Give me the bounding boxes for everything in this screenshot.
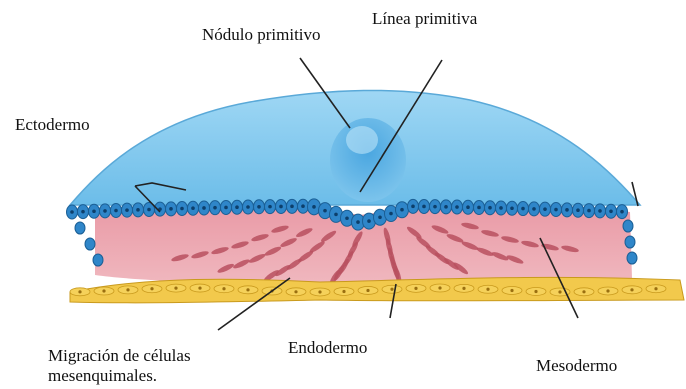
ectoderm-cell-nucleus bbox=[312, 205, 316, 209]
endoderm-cell-nucleus bbox=[342, 290, 345, 293]
endoderm-cell-nucleus bbox=[534, 290, 537, 293]
endoderm-cell-nucleus bbox=[102, 289, 105, 292]
label-migracion-line2: mesenquimales. bbox=[48, 366, 191, 386]
ectoderm-cell-nucleus bbox=[213, 206, 217, 210]
ectoderm-cell bbox=[625, 236, 635, 248]
ectoderm-cell-nucleus bbox=[499, 206, 503, 210]
ectoderm-cell-nucleus bbox=[235, 205, 239, 209]
label-ectodermo: Ectodermo bbox=[15, 115, 90, 135]
ectoderm-cell-nucleus bbox=[290, 205, 294, 209]
ectoderm-cell bbox=[75, 222, 85, 234]
ectoderm-cell-nucleus bbox=[136, 208, 140, 212]
label-migracion-line1: Migración de células bbox=[48, 346, 191, 366]
endoderm-cell-nucleus bbox=[414, 287, 417, 290]
ectoderm-cell-nucleus bbox=[224, 206, 228, 210]
ectoderm-cell-nucleus bbox=[70, 210, 74, 214]
endoderm-cell-nucleus bbox=[510, 289, 513, 292]
ectoderm-cell-nucleus bbox=[81, 210, 85, 214]
ectoderm-cell-nucleus bbox=[433, 205, 437, 209]
ectoderm-cell-nucleus bbox=[367, 219, 371, 223]
endoderm-cell-nucleus bbox=[558, 290, 561, 293]
ectoderm-cell-nucleus bbox=[477, 206, 481, 210]
ectoderm-cell bbox=[627, 252, 637, 264]
ectoderm-cell-nucleus bbox=[378, 215, 382, 219]
endoderm-cell-nucleus bbox=[126, 288, 129, 291]
label-nodulo-primitivo: Nódulo primitivo bbox=[202, 25, 321, 45]
ectoderm-cell-nucleus bbox=[389, 212, 393, 216]
ectoderm-cell-nucleus bbox=[279, 205, 283, 209]
ectoderm-cell-nucleus bbox=[356, 220, 360, 224]
endoderm-cell-nucleus bbox=[246, 288, 249, 291]
endoderm-cell-nucleus bbox=[654, 287, 657, 290]
endoderm-cell-nucleus bbox=[630, 288, 633, 291]
ectoderm-cell-nucleus bbox=[444, 205, 448, 209]
ectoderm-cell-nucleus bbox=[620, 210, 624, 214]
endoderm-cell-nucleus bbox=[174, 286, 177, 289]
ectoderm-cell-nucleus bbox=[411, 205, 415, 209]
ectoderm-cell-nucleus bbox=[180, 207, 184, 211]
ectoderm-cell-nucleus bbox=[147, 208, 151, 212]
ectoderm-cell-nucleus bbox=[257, 205, 261, 209]
ectoderm-cell-nucleus bbox=[323, 209, 327, 213]
ectoderm-cell-nucleus bbox=[521, 207, 525, 211]
endoderm-cell-nucleus bbox=[486, 288, 489, 291]
ectoderm-cell-nucleus bbox=[125, 208, 129, 212]
endoderm-cell-nucleus bbox=[78, 290, 81, 293]
ectoderm-cell bbox=[85, 238, 95, 250]
endoderm-cell-nucleus bbox=[366, 289, 369, 292]
ectoderm-cell-nucleus bbox=[191, 206, 195, 210]
ectoderm-cell-nucleus bbox=[609, 209, 613, 213]
ectoderm-cell bbox=[623, 220, 633, 232]
ectoderm-cell-nucleus bbox=[301, 204, 305, 208]
ectoderm-cell-nucleus bbox=[510, 206, 514, 210]
ectoderm-cell-nucleus bbox=[455, 205, 459, 209]
ectoderm-cell-nucleus bbox=[114, 209, 118, 213]
endoderm-cell-nucleus bbox=[198, 286, 201, 289]
ectoderm-cell-nucleus bbox=[587, 209, 591, 213]
ectoderm-cell-nucleus bbox=[565, 208, 569, 212]
endoderm-cell-nucleus bbox=[462, 287, 465, 290]
endoderm-cell-nucleus bbox=[390, 288, 393, 291]
ectoderm-cell-nucleus bbox=[532, 207, 536, 211]
ectoderm-cell-nucleus bbox=[202, 206, 206, 210]
label-endodermo: Endodermo bbox=[288, 338, 367, 358]
ectoderm-cell-nucleus bbox=[554, 208, 558, 212]
endoderm-cell-nucleus bbox=[294, 290, 297, 293]
ectoderm-cell-nucleus bbox=[268, 205, 272, 209]
ectoderm-cell-nucleus bbox=[169, 207, 173, 211]
endoderm-cell-nucleus bbox=[438, 286, 441, 289]
ectoderm-cell-nucleus bbox=[422, 205, 426, 209]
label-migracion: Migración de células mesenquimales. bbox=[48, 346, 191, 386]
ectoderm-cell-nucleus bbox=[246, 205, 250, 209]
ectoderm-cell-nucleus bbox=[345, 216, 349, 220]
label-mesodermo: Mesodermo bbox=[536, 356, 617, 376]
endoderm-cell-nucleus bbox=[150, 287, 153, 290]
ectoderm-cell bbox=[93, 254, 103, 266]
ectoderm-cell-nucleus bbox=[488, 206, 492, 210]
ectoderm-cell-nucleus bbox=[103, 209, 107, 213]
endoderm-cell-nucleus bbox=[222, 287, 225, 290]
endoderm-cell-nucleus bbox=[606, 289, 609, 292]
endoderm-cell-nucleus bbox=[582, 290, 585, 293]
ectoderm-cell-nucleus bbox=[598, 209, 602, 213]
ectoderm-cell-nucleus bbox=[576, 208, 580, 212]
label-linea-primitiva: Línea primitiva bbox=[372, 9, 477, 29]
ectoderm-cell-nucleus bbox=[466, 205, 470, 209]
endoderm-cell-nucleus bbox=[318, 290, 321, 293]
ectoderm-cell-nucleus bbox=[400, 208, 404, 212]
ectoderm-cell-nucleus bbox=[543, 207, 547, 211]
ectoderm-cell-nucleus bbox=[92, 209, 96, 213]
primitive-node-highlight bbox=[346, 126, 378, 154]
ectoderm-cell-nucleus bbox=[334, 213, 338, 217]
